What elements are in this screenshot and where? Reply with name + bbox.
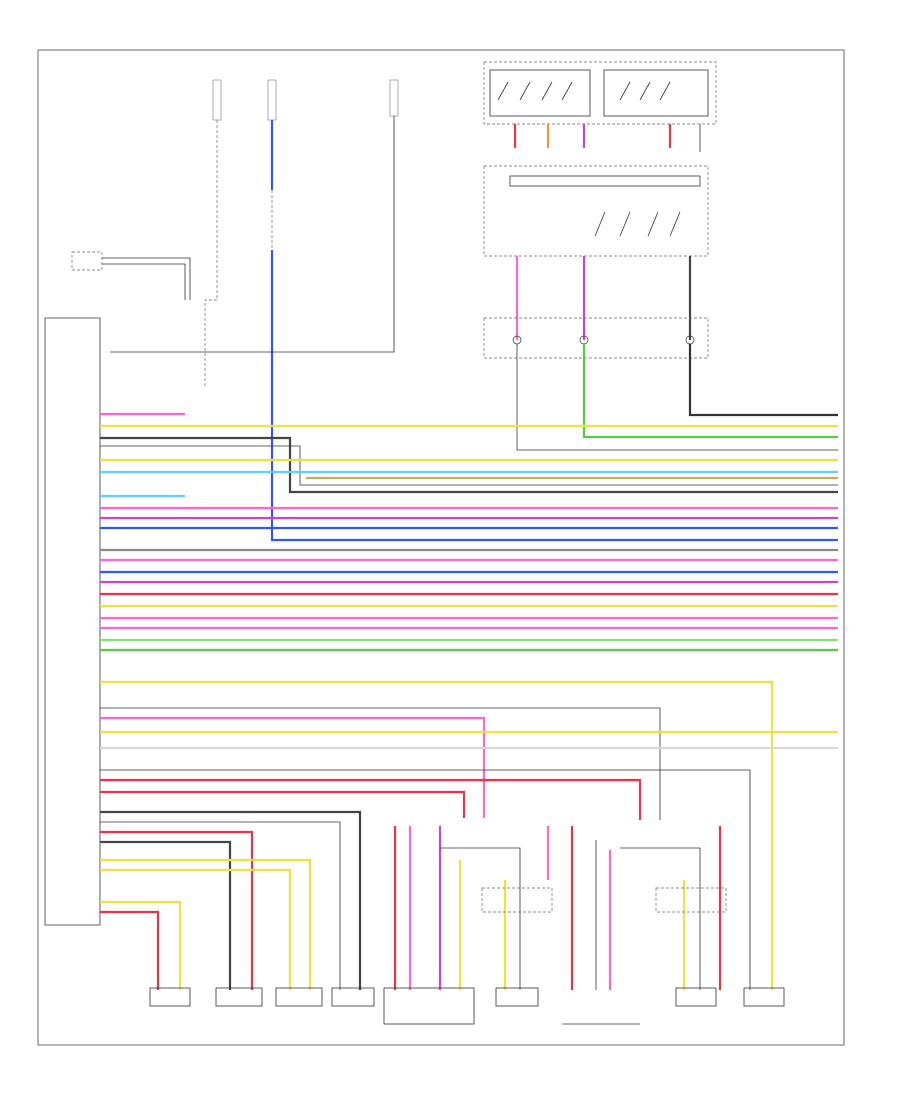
- speaker-4: [331, 987, 375, 1007]
- wire-bus: [100, 412, 838, 652]
- bus-wire: [100, 868, 292, 990]
- speaker-5: [383, 987, 475, 1025]
- speaker-body: [495, 987, 539, 1007]
- fuse-a: [212, 79, 222, 121]
- diagram-border: [37, 49, 845, 1046]
- bus-wire: [100, 910, 160, 990]
- module-outline: [44, 317, 101, 926]
- speaker-body: [275, 987, 323, 1007]
- bus-wire: [100, 436, 838, 494]
- bus-bar: [509, 175, 701, 187]
- bus-wire: [100, 778, 642, 820]
- lower-bus: [100, 680, 838, 990]
- junction-box-outline: [483, 165, 709, 257]
- component-leads: [102, 257, 191, 300]
- speaker-body: [149, 987, 191, 1007]
- component-body: [71, 251, 103, 271]
- speaker-2: [215, 987, 263, 1007]
- right-drops: [393, 826, 727, 990]
- drop-wire: [620, 847, 701, 990]
- speaker-body: [743, 987, 785, 1007]
- drop-wire: [440, 847, 521, 990]
- junction-box-outline: [483, 61, 717, 125]
- switch-group-1: [489, 69, 591, 117]
- speaker-body: [331, 987, 375, 1007]
- fuse-symbol: [267, 79, 277, 121]
- left-component: [71, 251, 191, 300]
- splice-block: [655, 887, 727, 913]
- bus-wire: [100, 707, 661, 820]
- bus-wire: [100, 445, 838, 486]
- bus-wire: [100, 680, 774, 990]
- bus-wire: [100, 900, 182, 990]
- speaker-9: [743, 987, 785, 1007]
- blue-power-wire: [270, 250, 838, 542]
- relay-contacts: [497, 81, 671, 101]
- drop-white: [516, 344, 838, 451]
- bus-wire: [100, 769, 751, 990]
- bus-wire: [100, 858, 312, 990]
- bus-wire: [100, 821, 341, 990]
- fuse-c-feed: [110, 116, 395, 353]
- main-module: [44, 317, 101, 926]
- fuse-b: [267, 79, 277, 121]
- junction-block-1: [483, 61, 717, 125]
- speaker-6: [495, 987, 539, 1007]
- bus-wire: [100, 830, 254, 990]
- junction-block-2: [483, 165, 709, 257]
- speaker-body: [215, 987, 263, 1007]
- speaker-3: [275, 987, 323, 1007]
- fuse-c: [389, 79, 399, 117]
- fuse-a-feed: [204, 120, 218, 388]
- speaker-body: [383, 987, 475, 1025]
- fuse-symbol: [389, 79, 399, 117]
- fuse-symbol: [212, 79, 222, 121]
- speaker-8: [675, 987, 717, 1007]
- bus-wire: [100, 716, 486, 818]
- bus-wire: [100, 810, 362, 990]
- drop-green: [582, 344, 838, 439]
- switch-group-2: [603, 69, 709, 117]
- bus-wire: [100, 790, 466, 818]
- drop-black: [688, 344, 838, 417]
- splice-block: [481, 887, 553, 913]
- speaker-body: [675, 987, 717, 1007]
- connector-block: [483, 317, 709, 359]
- relay-contacts: [594, 211, 681, 237]
- speaker-1: [149, 987, 191, 1007]
- bus-wire: [100, 840, 232, 990]
